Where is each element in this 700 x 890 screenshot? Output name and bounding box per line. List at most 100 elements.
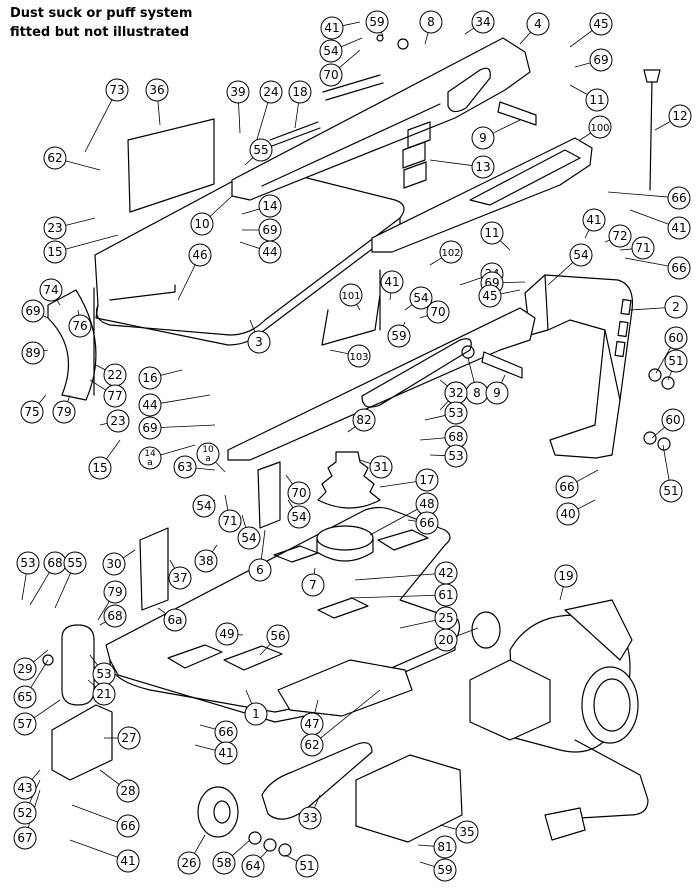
lower-arm-5	[227, 307, 536, 461]
callout-circle	[43, 240, 67, 264]
callout-circle	[320, 16, 344, 40]
callout-label: 64	[245, 859, 260, 873]
leader-line-c55a	[244, 157, 254, 166]
callout-label: 1	[252, 707, 260, 721]
callout-label: 11	[589, 93, 604, 107]
holddown-101	[321, 269, 381, 346]
leader-line-c37	[169, 559, 176, 569]
leader-line-c34a	[464, 27, 475, 35]
upper-arm-channel	[261, 103, 441, 187]
callout-c69a: 69	[589, 48, 613, 72]
callout-c32: 32	[444, 381, 468, 405]
callout-c53d: 53	[92, 662, 116, 686]
leader-line-c71a	[619, 248, 633, 251]
leader-line-c40	[577, 499, 596, 510]
leader-line-c51a	[667, 370, 673, 381]
callout-circle	[188, 243, 212, 267]
callout-circle	[659, 479, 683, 503]
leader-line-c53a	[424, 415, 446, 421]
block-28	[51, 704, 113, 781]
leader-line-c100	[579, 132, 591, 141]
callout-label: 26	[181, 856, 196, 870]
callout-c62a: 62	[43, 146, 67, 170]
callout-label: 18	[292, 85, 307, 99]
nut-51c	[278, 843, 292, 857]
leader-line-c24	[254, 102, 269, 147]
callout-circle	[287, 481, 311, 505]
callout-c70c: 70	[287, 481, 311, 505]
motor-top-box	[564, 599, 633, 661]
leader-line-c62b	[320, 689, 381, 739]
callout-c33: 33	[298, 806, 322, 830]
callout-circle	[582, 208, 606, 232]
callout-c77: 77	[103, 384, 127, 408]
pulley-48-body	[316, 537, 374, 562]
callout-circle	[92, 682, 116, 706]
callout-c61: 61	[434, 583, 458, 607]
belt-33	[261, 742, 373, 820]
callout-c4: 4	[526, 12, 550, 36]
leader-line-c79a	[67, 394, 71, 402]
callout-label: 89	[25, 346, 40, 360]
leader-line-c1	[245, 689, 253, 704]
leader-line-c36	[157, 100, 161, 126]
washer-58	[248, 831, 262, 845]
callout-circle	[13, 712, 37, 736]
callout-circle	[664, 326, 688, 350]
callout-label: 53	[20, 556, 35, 570]
callout-circle	[455, 820, 479, 844]
leader-line-c66c	[576, 469, 599, 483]
callout-circle	[585, 88, 609, 112]
callout-label: 73	[109, 83, 124, 97]
callout-circle	[13, 826, 37, 850]
callout-c37: 37	[168, 566, 192, 590]
leader-line-c25	[399, 619, 436, 629]
leader-line-c28	[99, 769, 120, 785]
leader-line-c34b	[459, 277, 482, 286]
power-plug	[544, 807, 586, 841]
leader-line-c79b	[97, 601, 110, 621]
callout-c13: 13	[471, 155, 495, 179]
callout-label: 75	[24, 405, 39, 419]
callout-c16: 16	[138, 366, 162, 390]
callout-c49: 49	[215, 622, 239, 646]
leader-line-c26	[194, 834, 206, 854]
callout-label: 19	[558, 569, 573, 583]
leader-line-c41d	[389, 292, 392, 301]
callout-c48: 48	[415, 492, 439, 516]
callout-circle	[295, 854, 319, 878]
callout-circle	[298, 806, 322, 830]
callout-circle	[300, 733, 324, 757]
callout-c27: 27	[117, 726, 141, 750]
leader-line-c15b	[106, 439, 121, 460]
callout-circle	[667, 216, 691, 240]
leader-line-c47	[314, 699, 319, 714]
callout-label: 63	[177, 460, 192, 474]
callout-c23b: 23	[106, 409, 130, 433]
callout-c21: 21	[92, 682, 116, 706]
callout-circle	[485, 381, 509, 405]
leader-line-c7	[313, 567, 316, 575]
callout-label: 24	[263, 85, 278, 99]
callout-label: 51	[299, 859, 314, 873]
callout-label: 51	[668, 354, 683, 368]
washer-64	[263, 838, 277, 852]
callout-label: 66	[419, 516, 434, 530]
callout-label: 23	[110, 414, 125, 428]
leader-line-c62a	[65, 160, 101, 171]
base-plate-edge	[109, 639, 456, 723]
callout-circle	[145, 78, 169, 102]
callout-c8b: 8	[465, 381, 489, 405]
callout-label: 82	[356, 413, 371, 427]
callout-label: 74	[43, 283, 58, 297]
leader-line-c74	[56, 299, 61, 306]
callout-c15a: 15	[43, 240, 67, 264]
dust-system-note: Dust suck or puff system fitted but not …	[10, 4, 270, 42]
callout-label: 66	[120, 819, 135, 833]
callout-label: 68	[448, 430, 463, 444]
leader-line-c6a	[157, 607, 167, 614]
leader-line-c42	[354, 573, 436, 581]
frame-window-2	[617, 320, 629, 338]
